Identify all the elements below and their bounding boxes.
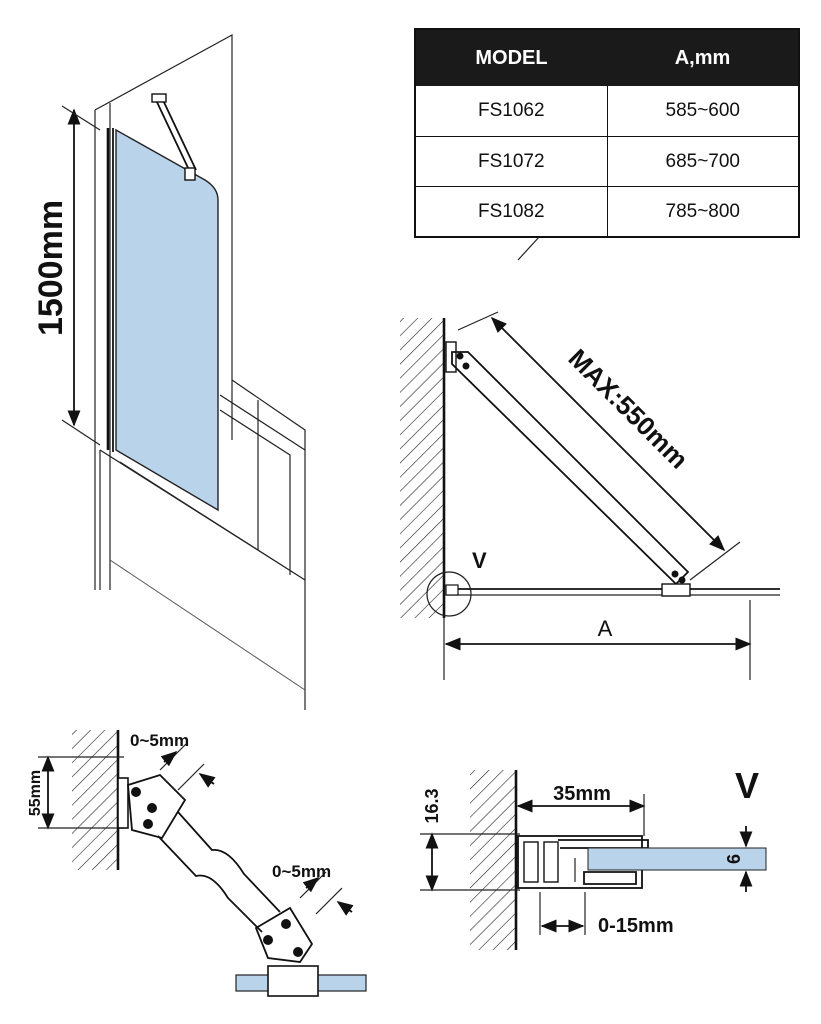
header-model: MODEL	[475, 46, 548, 69]
table-row: FS1062 585~600	[416, 86, 798, 136]
glass-thickness-label: 6	[724, 854, 744, 864]
adjust-range-label: 0-15mm	[598, 915, 674, 937]
detail-title-label: V	[735, 765, 759, 806]
profile-detail: V 16.3 35mm 6 0-15mm	[420, 765, 767, 950]
a-mm-cell: 585~600	[665, 100, 741, 121]
gap-bottom-label: 0~5mm	[272, 862, 331, 881]
bracket-height-label: 55mm	[27, 770, 44, 816]
model-cell: FS1062	[416, 86, 608, 136]
profile-height-label: 16.3	[422, 788, 442, 823]
model-cell: FS1072	[416, 137, 608, 186]
profile-depth-label: 35mm	[553, 783, 611, 805]
glass-panel	[115, 128, 219, 512]
model-cell: FS1082	[416, 187, 608, 236]
table-row: FS1082 785~800	[416, 186, 798, 236]
detail-marker-label: V	[472, 548, 487, 573]
a-mm-cell: 685~700	[665, 150, 741, 172]
table-row: FS1072 685~700	[416, 136, 798, 186]
a-mm-cell: 785~800	[665, 200, 741, 222]
bracket-detail: 55mm 0~5mm 0~5mm	[27, 730, 367, 997]
header-a-mm: A,mm	[674, 46, 731, 69]
model-table: MODEL A,mm FS1062 585~600 FS1072 685~700…	[414, 28, 800, 238]
width-a-label: A	[598, 616, 613, 641]
perspective-view: 1500mm	[32, 33, 306, 710]
height-label: 1500mm	[32, 200, 70, 336]
gap-top-label: 0~5mm	[130, 731, 189, 750]
top-view: V MAX:550mm A	[400, 235, 780, 680]
table-header: MODEL A,mm	[416, 30, 798, 86]
